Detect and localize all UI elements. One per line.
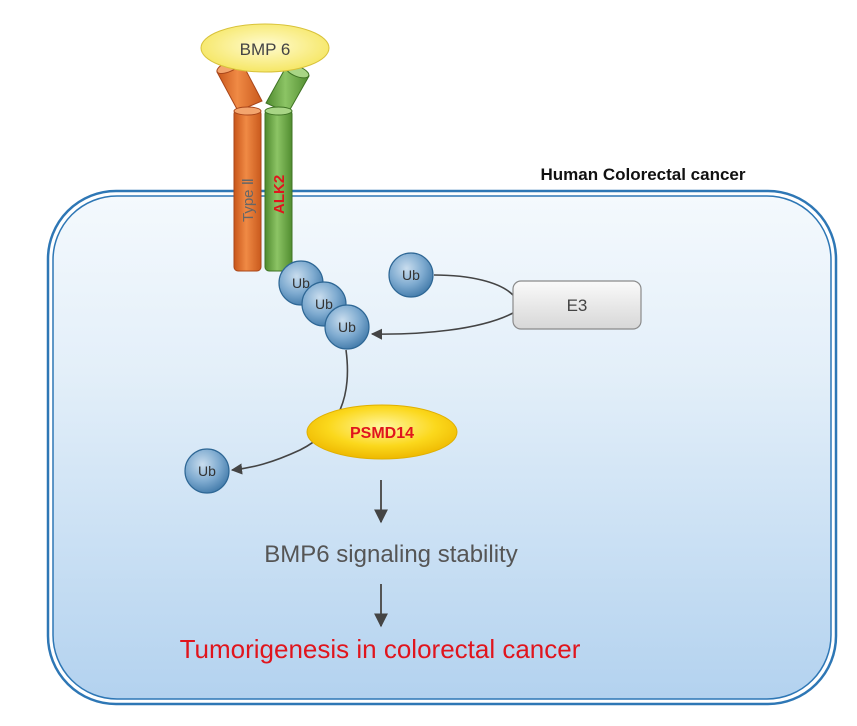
ubiquitin-label: Ub [338, 319, 356, 335]
alk2-receptor-label: ALK2 [271, 175, 288, 214]
e3-ligase: E3 [512, 280, 642, 330]
ubiquitin-label: Ub [198, 463, 216, 479]
type2-receptor: Type Ⅱ [233, 106, 262, 272]
deubiquitination-arrow [230, 349, 349, 475]
type2-receptor-label: Type Ⅱ [240, 178, 257, 222]
outcome-tumorigenesis: Tumorigenesis in colorectal cancer [180, 634, 581, 664]
ubiquitin-released: Ub [184, 448, 230, 494]
bmp6-ligand: BMP 6 [200, 23, 330, 73]
ubiquitin-label: Ub [292, 275, 310, 291]
e3-label: E3 [567, 296, 588, 315]
ub-to-e3-connector [433, 274, 514, 296]
ubiquitin-free: Ub [388, 252, 434, 298]
cell-outer-membrane [46, 189, 838, 706]
outcome-signaling-stability: BMP6 signaling stability [264, 541, 517, 568]
bmp6-label: BMP 6 [240, 40, 291, 59]
e3-ubiquitination-arrow [370, 312, 514, 340]
alk2-receptor: ALK2 [264, 106, 293, 272]
psmd14-label: PSMD14 [350, 425, 414, 442]
cell-title: Human Colorectal cancer [540, 165, 745, 184]
psmd14: PSMD14 [306, 404, 458, 460]
ubiquitin-3: Ub [324, 304, 370, 350]
ubiquitin-label: Ub [402, 267, 420, 283]
ubiquitin-label: Ub [315, 296, 333, 312]
